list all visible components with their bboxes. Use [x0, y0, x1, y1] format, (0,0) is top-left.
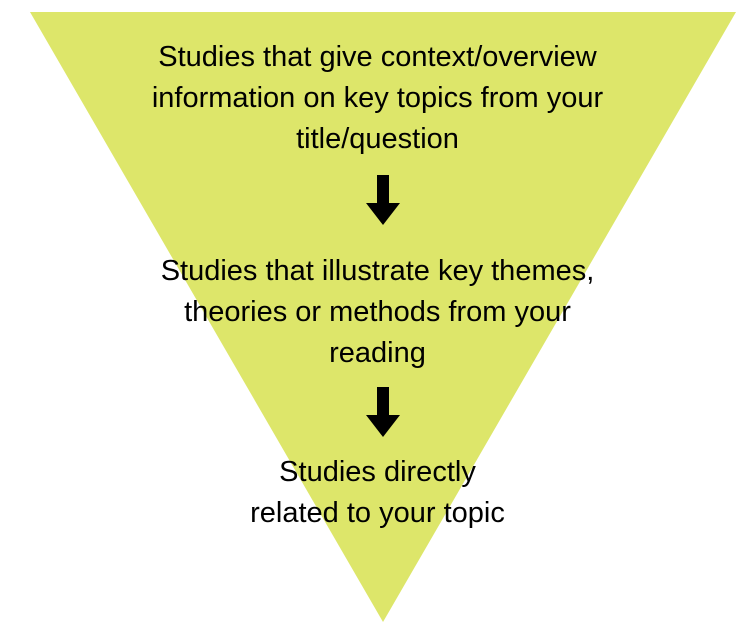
level-1-line-3: title/question: [296, 123, 459, 155]
level-2-line-1: Studies that illustrate key themes,: [160, 255, 595, 287]
level-3-line-1: Studies directly: [279, 456, 476, 488]
level-3-text: Studies directly related to your topic: [0, 452, 755, 534]
level-3-line-2: related to your topic: [250, 497, 505, 529]
level-1-text: Studies that give context/overview infor…: [0, 37, 755, 160]
funnel-triangle: [30, 12, 736, 622]
level-1-line-2: information on key topics from your: [151, 82, 604, 114]
down-arrow-icon: [366, 175, 400, 225]
level-2-text: Studies that illustrate key themes, theo…: [0, 251, 755, 374]
level-2-line-2: theories or methods from your: [184, 296, 571, 328]
level-2-line-3: reading: [329, 337, 426, 369]
down-arrow-icon: [366, 387, 400, 437]
level-1-line-1: Studies that give context/overview: [158, 41, 597, 73]
